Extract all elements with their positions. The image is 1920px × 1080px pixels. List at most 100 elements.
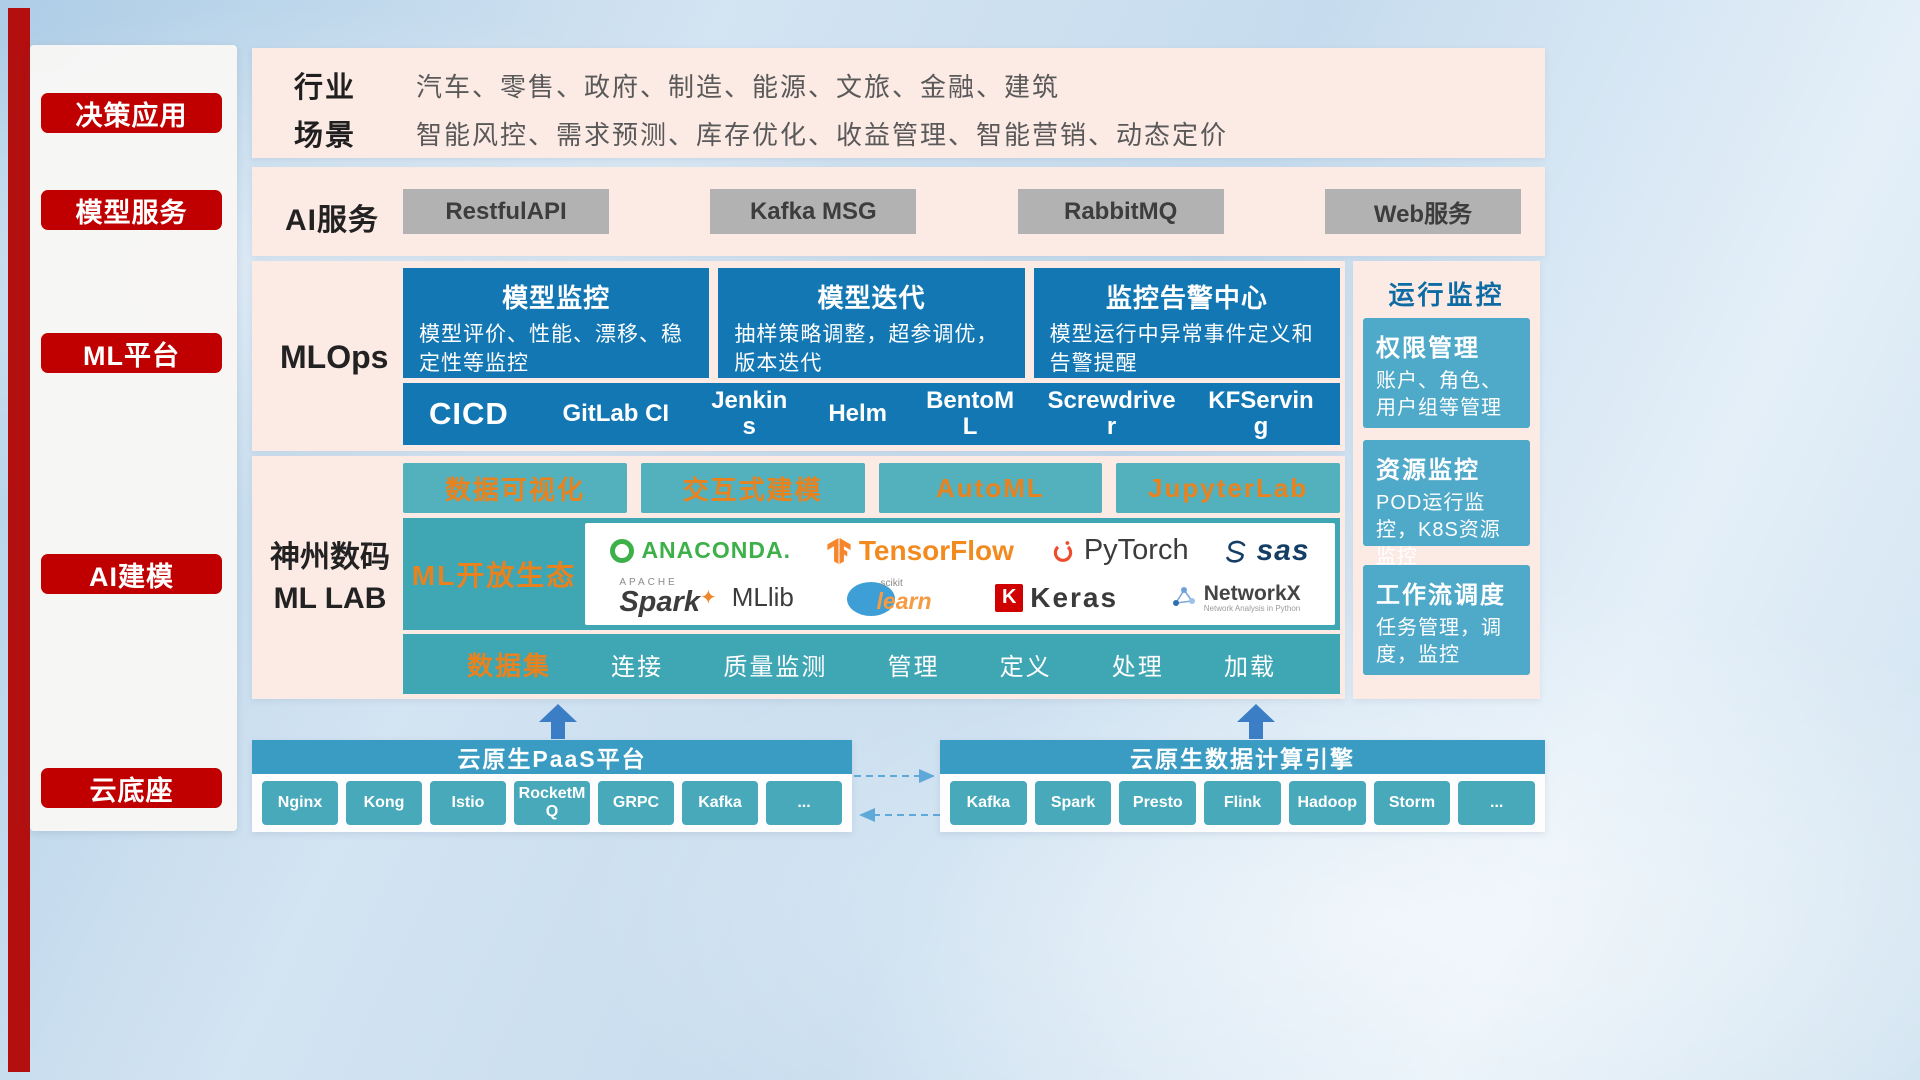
card-title: 资源监控 xyxy=(1376,457,1480,484)
card-title: 监控告警中心 xyxy=(1105,283,1268,313)
networkx-subtitle: Network Analysis in Python xyxy=(1203,603,1301,613)
industry-label: 行业 xyxy=(294,72,357,104)
up-arrow-icon xyxy=(539,704,577,739)
spark-wordmark: APACHE Spark✦ xyxy=(619,578,716,617)
sas-icon xyxy=(1226,540,1246,563)
mlops-card-model-monitoring: 模型监控 模型评价、性能、漂移、稳定性等监控 xyxy=(403,268,710,378)
run-monitoring-panel: 运行监控 权限管理 账户、角色、用户组等管理 资源监控 POD运行监控，K8S资… xyxy=(1353,261,1540,699)
engine-chip-row: Kafka Spark Presto Flink Hadoop Storm ..… xyxy=(940,774,1545,832)
layer-ai-modeling: AI建模 xyxy=(41,554,222,594)
mllab-label-line2: ML LAB xyxy=(273,581,387,615)
keras-icon: K xyxy=(995,583,1024,612)
sas-logo: sas xyxy=(1223,534,1309,568)
button-label: Web服务 xyxy=(1373,201,1473,228)
mllab-label-line1: 神州数码 xyxy=(270,541,390,574)
chip-hadoop: Hadoop xyxy=(1288,781,1366,825)
mlops-card-alert-center: 监控告警中心 模型运行中异常事件定义和告警提醒 xyxy=(1033,268,1340,378)
dataset-bar: 数据集 连接 质量监测 管理 定义 处理 加载 xyxy=(403,634,1340,694)
chip-grpc: GRPC xyxy=(598,781,674,825)
mlops-card-model-iteration: 模型迭代 抽样策略调整，超参调优，版本迭代 xyxy=(718,268,1025,378)
apache-text: APACHE xyxy=(619,577,678,588)
logo-panel: ANACONDA. TensorFlow PyTorch sas xyxy=(585,523,1335,625)
cicd-label: CICD xyxy=(429,396,509,431)
networkx-wordmark: NetworkX Network Analysis in Python xyxy=(1204,582,1301,614)
ai-service-section: AI服务 RestfulAPI Kafka MSG RabbitMQ Web服务 xyxy=(252,167,1545,256)
chip-more: ... xyxy=(766,781,842,825)
anaconda-icon xyxy=(610,538,635,563)
cicd-tool-helm: Helm xyxy=(828,400,887,428)
run-monitoring-title: 运行监控 xyxy=(1388,280,1505,310)
keras-logo: K Keras xyxy=(995,582,1118,614)
layer-label: 云底座 xyxy=(89,775,174,806)
spark-mllib-logo: APACHE Spark✦ MLlib xyxy=(619,578,794,617)
tensorflow-icon xyxy=(827,537,851,564)
scenario-label: 场景 xyxy=(294,120,357,152)
mllib-text: MLlib xyxy=(731,582,794,612)
paas-chip-row: Nginx Kong Istio RocketMQ GRPC Kafka ... xyxy=(252,774,852,832)
layer-label: 模型服务 xyxy=(75,197,188,228)
feature-label: 交互式建模 xyxy=(682,474,823,505)
card-desc: 模型运行中异常事件定义和告警提醒 xyxy=(1049,323,1314,375)
pytorch-text: PyTorch xyxy=(1083,534,1189,566)
chip-istio: Istio xyxy=(430,781,506,825)
tensorflow-text: TensorFlow xyxy=(858,534,1014,566)
monitor-card-workflow: 工作流调度 任务管理，调度，监控 xyxy=(1363,565,1530,675)
spark-word: Spark xyxy=(619,586,700,618)
mlops-label: MLOps xyxy=(280,339,389,375)
chip-rocketmq: RocketMQ xyxy=(514,781,590,825)
spark-text: Spark✦ xyxy=(619,588,716,617)
cicd-tool-jenkins: Jenkins xyxy=(711,387,788,440)
logo-row-1: ANACONDA. TensorFlow PyTorch sas xyxy=(593,527,1327,574)
card-desc: 模型评价、性能、漂移、稳定性等监控 xyxy=(419,323,683,375)
keras-text: Keras xyxy=(1030,581,1119,613)
mlops-section: MLOps 模型监控 模型评价、性能、漂移、稳定性等监控 模型迭代 抽样策略调整… xyxy=(252,261,1345,451)
ml-ecosystem-label: ML开放生态 xyxy=(411,560,577,591)
dataset-label: 数据集 xyxy=(467,650,552,681)
scikit-learn-icon xyxy=(846,581,895,616)
mllab-label: 神州数码 ML LAB xyxy=(264,538,396,619)
cicd-bar: CICD GitLab CI Jenkins Helm BentoML Scre… xyxy=(403,383,1340,445)
card-desc: 抽样策略调整，超参调优，版本迭代 xyxy=(734,323,999,375)
card-desc: 账户、角色、用户组等管理 xyxy=(1376,370,1502,419)
industry-list: 汽车、零售、政府、制造、能源、文旅、金融、建筑 xyxy=(416,71,1061,102)
networkx-text: NetworkX xyxy=(1203,581,1301,605)
ai-service-restfulapi: RestfulAPI xyxy=(403,189,609,234)
cicd-tools: GitLab CI Jenkins Helm BentoML Screwdriv… xyxy=(555,388,1314,440)
anaconda-text: ANACONDA. xyxy=(641,537,791,563)
feature-label: AutoML xyxy=(936,472,1045,503)
cicd-tool-screwdriver: Screwdriver xyxy=(1047,387,1176,440)
monitor-card-resource: 资源监控 POD运行监控，K8S资源监控 xyxy=(1363,440,1530,568)
card-title: 权限管理 xyxy=(1376,335,1480,362)
mllab-section: 神州数码 ML LAB 数据可视化 交互式建模 AutoML JupyterLa… xyxy=(252,456,1345,699)
chip-more: ... xyxy=(1458,781,1536,825)
feature-jupyterlab: JupyterLab xyxy=(1116,463,1340,513)
feature-data-visualization: 数据可视化 xyxy=(403,463,627,513)
up-arrow-icon xyxy=(1237,704,1275,739)
ai-service-web: Web服务 xyxy=(1324,189,1521,234)
feature-interactive-modeling: 交互式建模 xyxy=(640,463,865,513)
keras-letter: K xyxy=(1002,586,1017,608)
ai-service-label: AI服务 xyxy=(285,204,379,237)
scenario-list: 智能风控、需求预测、库存优化、收益管理、智能营销、动态定价 xyxy=(416,119,1229,150)
layer-ml-platform: ML平台 xyxy=(41,333,222,373)
sas-text: sas xyxy=(1256,533,1310,567)
cicd-tool-bentoml: BentoML xyxy=(926,387,1015,440)
chip-presto: Presto xyxy=(1119,781,1197,825)
ml-ecosystem-block: ML开放生态 ANACONDA. TensorFlow PyTorch xyxy=(403,518,1340,630)
networkx-icon xyxy=(1172,587,1195,607)
logo-row-2: APACHE Spark✦ MLlib scikit learn K Keras xyxy=(593,574,1327,621)
dataset-item-quality: 质量监测 xyxy=(723,653,828,681)
card-title: 模型迭代 xyxy=(817,283,926,313)
dataset-item-load: 加载 xyxy=(1223,653,1276,681)
paas-platform-group: 云原生PaaS平台 Nginx Kong Istio RocketMQ GRPC… xyxy=(252,740,852,832)
layer-label: 决策应用 xyxy=(75,100,188,131)
networkx-logo: NetworkX Network Analysis in Python xyxy=(1171,582,1301,614)
tensorflow-logo: TensorFlow xyxy=(826,535,1014,567)
dataset-item-define: 定义 xyxy=(999,653,1052,681)
chip-kafka: Kafka xyxy=(950,781,1027,825)
card-title: 工作流调度 xyxy=(1376,582,1506,609)
scikit-learn-logo: scikit learn xyxy=(846,576,943,620)
paas-platform-bar: 云原生PaaS平台 xyxy=(252,740,852,774)
chip-nginx: Nginx xyxy=(262,781,338,825)
